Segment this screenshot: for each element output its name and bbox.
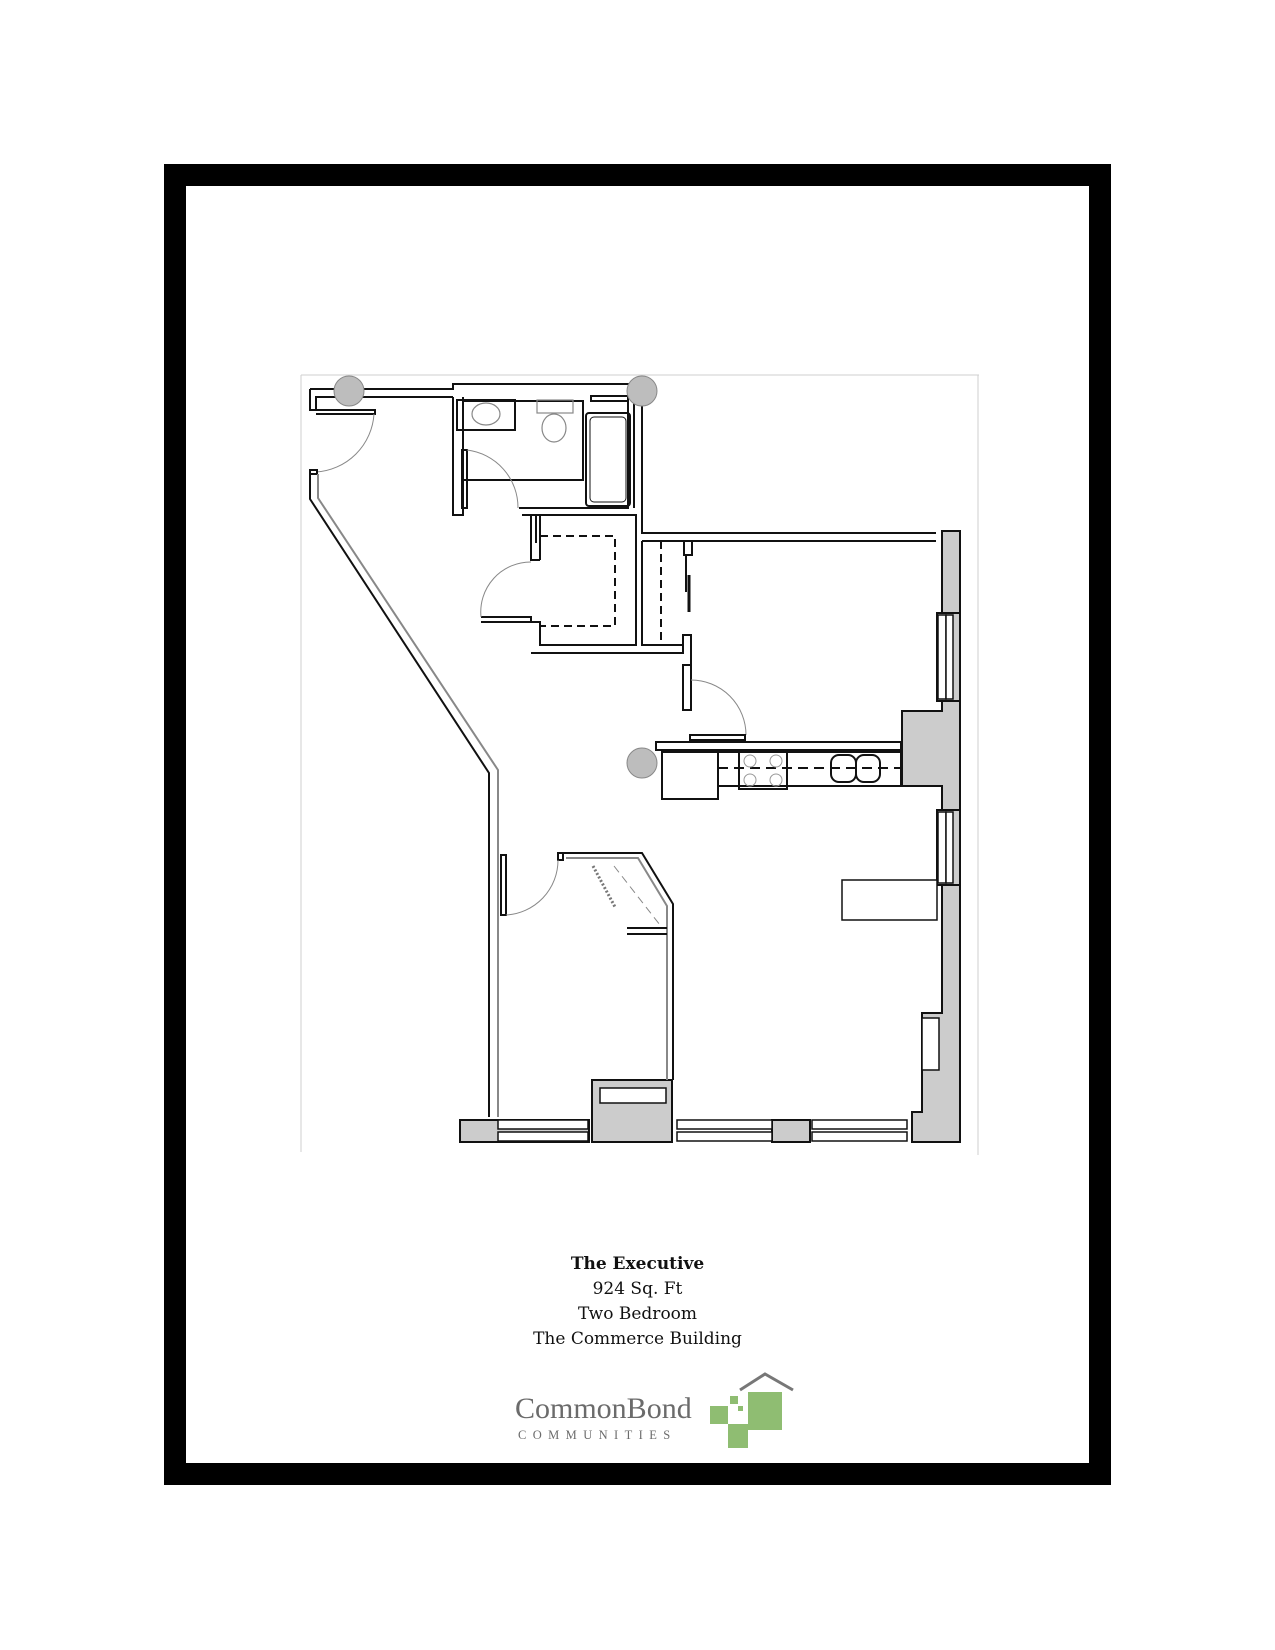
plan-caption: The Executive 924 Sq. Ft Two Bedroom The…: [0, 1252, 1275, 1352]
unit-area: 924 Sq. Ft: [592, 1279, 683, 1299]
plan-bounding-box: [300, 374, 979, 1155]
building-name: The Commerce Building: [533, 1329, 742, 1349]
house-blocks-icon: [710, 1372, 794, 1448]
bedroom2-closet: [500, 852, 674, 1080]
walls: [309, 383, 936, 1117]
logo-subtitle: COMMUNITIES: [518, 1428, 677, 1442]
structural-columns: [333, 375, 658, 779]
windows: [497, 614, 954, 1142]
unit-bedrooms: Two Bedroom: [577, 1304, 698, 1324]
bath-fixtures: [471, 399, 574, 443]
stove-burners: [743, 754, 783, 787]
unit-name: The Executive: [570, 1254, 705, 1274]
commonbond-logo: CommonBond COMMUNITIES: [515, 1368, 805, 1450]
logo-wordmark: CommonBond: [515, 1392, 692, 1425]
